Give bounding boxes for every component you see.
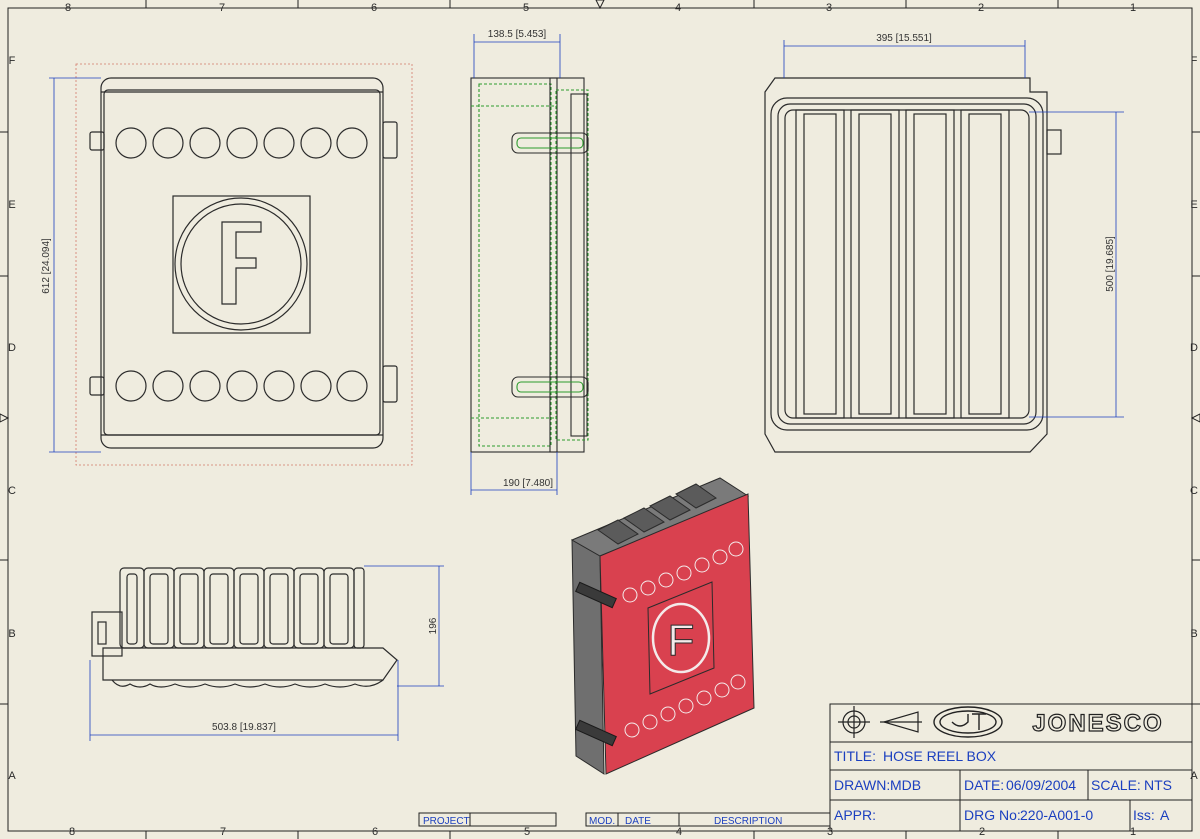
title-label: TITLE: [834, 748, 876, 764]
drawn-value: MDB [890, 777, 921, 793]
hinge-right-bottom [382, 365, 398, 403]
col-label: 8 [65, 2, 71, 14]
row-label: A [1190, 770, 1198, 782]
project-label: PROJECT [423, 816, 470, 827]
circle-row-top [115, 127, 368, 159]
top-dimensions [89, 565, 444, 741]
front-height-label: 612 [24.094] [41, 238, 52, 294]
scale-label: SCALE: [1091, 777, 1141, 793]
row-label: E [1190, 199, 1197, 211]
row-label: A [8, 770, 16, 782]
top-width-label: 503.8 [19.837] [212, 722, 276, 733]
drawn-label: DRAWN: [834, 777, 890, 793]
col-label: 3 [827, 826, 833, 838]
circle-row-bottom [115, 370, 368, 402]
hinge-left-top [89, 131, 105, 151]
iso-emblem-letter: F [668, 616, 695, 665]
side-bottom-width-label: 190 [7.480] [503, 478, 553, 489]
col-label: 2 [978, 2, 984, 14]
back-view [764, 77, 1062, 453]
side-hinge-bottom [511, 376, 589, 398]
back-ribs [795, 109, 1010, 419]
col-label: 6 [371, 2, 377, 14]
description-label: DESCRIPTION [714, 816, 782, 827]
side-view [470, 77, 589, 453]
col-label: 5 [524, 826, 530, 838]
row-label: B [8, 628, 15, 640]
company-name: JONESCO [1032, 710, 1163, 737]
top-view [91, 567, 398, 688]
drg-label: DRG No: [964, 807, 1021, 823]
col-label: 1 [1130, 2, 1136, 14]
back-dimensions [783, 40, 1124, 418]
top-fins [119, 567, 365, 649]
col-label: 8 [69, 826, 75, 838]
hinge-left-bottom [89, 376, 105, 396]
row-label: F [1191, 55, 1198, 67]
col-label: 3 [826, 2, 832, 14]
front-view [75, 63, 413, 466]
iso-hinges [575, 581, 617, 747]
row-label: D [8, 342, 16, 354]
mod-label: MOD. [589, 816, 615, 827]
col-label: 2 [979, 826, 985, 838]
col-label: 1 [1130, 826, 1136, 838]
column-labels-bottom: 8 7 6 5 4 3 2 1 [69, 826, 1136, 838]
back-height-label: 500 [19.685] [1105, 236, 1116, 292]
center-mark-top [595, 0, 605, 10]
iso-door-circles [622, 541, 746, 738]
row-labels-right: F E D C B A [1190, 55, 1198, 782]
col-label: 5 [523, 2, 529, 14]
iso-fins [597, 483, 717, 545]
appr-label: APPR: [834, 807, 876, 823]
isometric-view: F [570, 477, 755, 775]
row-label: B [1190, 628, 1197, 640]
center-mark-right [1190, 413, 1200, 423]
col-label: 6 [372, 826, 378, 838]
row-label: F [9, 55, 16, 67]
iss-label: Iss: [1133, 807, 1155, 823]
side-hinge-top [511, 132, 589, 154]
back-width-label: 395 [15.551] [876, 33, 932, 44]
row-label: C [1190, 485, 1198, 497]
row-labels-left: F E D C B A [8, 55, 16, 782]
row-label: E [8, 199, 15, 211]
front-height-dimension [49, 77, 101, 453]
drg-value: 220-A001-0 [1020, 807, 1093, 823]
col-label: 4 [675, 2, 681, 14]
side-top-width-label: 138.5 [5.453] [488, 29, 547, 40]
side-width-dimensions [470, 34, 561, 495]
projection-symbol [838, 706, 922, 738]
center-mark-left [0, 413, 10, 423]
rev-date-label: DATE [625, 816, 651, 827]
hinge-right-top [382, 121, 398, 159]
col-label: 4 [676, 826, 682, 838]
date-value: 06/09/2004 [1006, 777, 1076, 793]
col-label: 7 [220, 826, 226, 838]
iss-value: A [1160, 807, 1170, 823]
column-labels-top: 8 7 6 5 4 3 2 1 [65, 2, 1136, 14]
row-label: C [8, 485, 16, 497]
emblem [172, 195, 311, 334]
title-block [829, 703, 1193, 832]
row-label: D [1190, 342, 1198, 354]
revision-block [418, 812, 831, 827]
selection-box [75, 63, 413, 466]
iso-emblem-circle [651, 602, 711, 674]
col-label: 7 [219, 2, 225, 14]
title-value: HOSE REEL BOX [883, 748, 997, 764]
company-logo-mark [933, 706, 1003, 738]
scale-value: NTS [1144, 777, 1172, 793]
top-height-label: 196 [428, 617, 439, 634]
date-label: DATE: [964, 777, 1004, 793]
